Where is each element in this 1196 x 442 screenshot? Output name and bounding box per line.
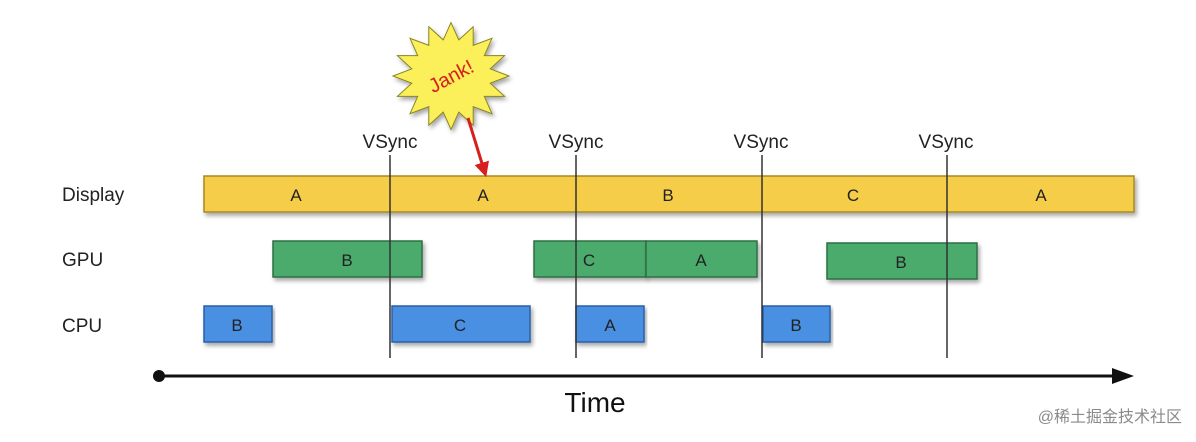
gpu-frame-label: B — [895, 253, 906, 272]
gpu-frame-label: C — [583, 251, 595, 270]
display-frame-label: A — [290, 186, 302, 205]
vsync-label: VSync — [549, 132, 604, 153]
display-track: A A B C A — [203, 175, 1135, 213]
gpu-frame-label: B — [341, 251, 352, 270]
display-frame-label: B — [662, 186, 673, 205]
vsync-markers: VSync VSync VSync VSync — [363, 132, 974, 358]
vsync-label: VSync — [363, 132, 418, 153]
display-frame-label: C — [847, 186, 859, 205]
display-frame-label: A — [477, 186, 489, 205]
gpu-frame-label: A — [695, 251, 707, 270]
jank-callout: Jank! — [391, 21, 511, 178]
gpu-track: B C A B — [272, 240, 978, 280]
cpu-frame-label: A — [604, 316, 616, 335]
cpu-frame-label: B — [790, 316, 801, 335]
jank-starburst-icon — [391, 21, 511, 131]
time-axis-label: Time — [564, 387, 625, 418]
cpu-block — [203, 305, 273, 343]
gpu-block — [826, 242, 978, 280]
vsync-label: VSync — [734, 132, 789, 153]
gpu-block — [533, 240, 647, 278]
cpu-block — [391, 305, 531, 343]
cpu-track: B C A B — [203, 305, 831, 343]
row-label-display: Display — [62, 185, 125, 206]
watermark: @稀土掘金技术社区 — [1038, 408, 1182, 426]
gpu-block — [645, 240, 758, 278]
jank-arrow — [466, 117, 489, 178]
display-frame-label: A — [1035, 186, 1047, 205]
time-axis-arrowhead-icon — [1112, 368, 1134, 384]
vsync-label: VSync — [919, 132, 974, 153]
cpu-block — [762, 305, 831, 343]
gpu-block — [272, 240, 423, 278]
cpu-frame-label: C — [454, 316, 466, 335]
time-axis: Time — [153, 368, 1134, 418]
row-label-gpu: GPU — [62, 250, 103, 271]
row-label-cpu: CPU — [62, 316, 102, 337]
display-bar — [203, 175, 1135, 213]
cpu-frame-label: B — [231, 316, 242, 335]
